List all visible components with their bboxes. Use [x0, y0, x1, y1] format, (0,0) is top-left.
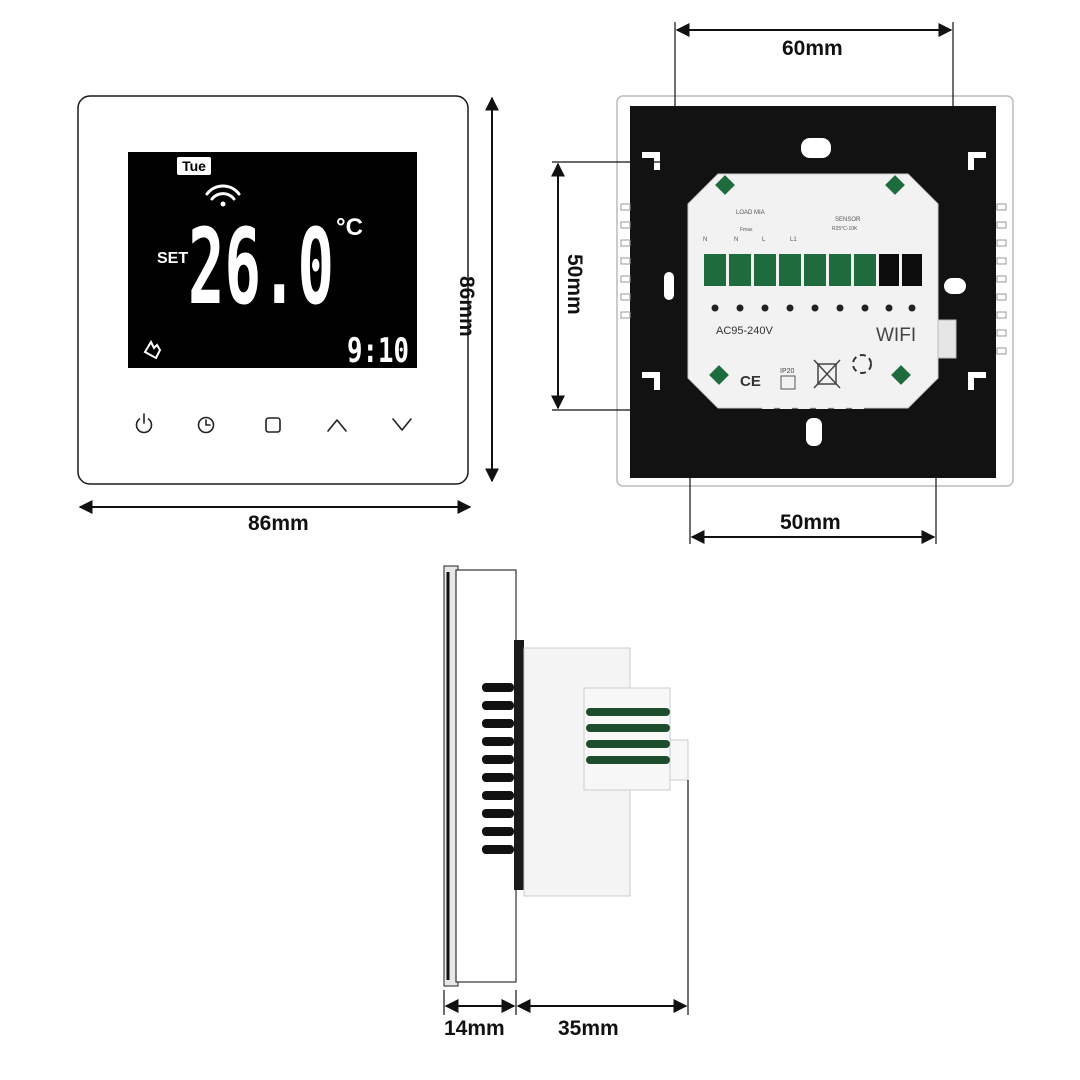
side-module-rear	[583, 687, 671, 791]
frame-slots	[620, 203, 1007, 355]
hand-icon	[143, 339, 162, 360]
clock-button[interactable]	[190, 408, 222, 440]
down-chevron-icon	[392, 418, 412, 431]
back-module	[687, 173, 939, 409]
mode-square-icon	[265, 417, 281, 433]
voltage-label: AC95-240V	[716, 325, 774, 337]
back-bottom-label: 50mm	[780, 511, 841, 534]
up-chevron-icon	[327, 419, 347, 432]
terminal-label-n2: N	[734, 237, 738, 243]
side-depth-label: 35mm	[558, 1017, 619, 1040]
sensor-header: SENSOR	[835, 217, 861, 223]
lcd-screen	[128, 152, 417, 368]
up-button[interactable]	[327, 419, 347, 432]
mount-clips	[642, 138, 986, 446]
terminal-block	[704, 254, 922, 286]
set-label: SET	[157, 250, 188, 267]
module-bottom-slots	[762, 401, 864, 409]
ip-label: IP20	[780, 368, 795, 375]
ip-box-icon	[780, 375, 796, 390]
load-header: LOAD MIA	[736, 210, 765, 216]
day-label: Tue	[182, 158, 206, 174]
power-button[interactable]	[128, 408, 160, 440]
side-back-strip	[514, 640, 524, 890]
power-icon	[135, 418, 153, 434]
weee-bin-icon	[813, 359, 841, 389]
back-left-label: 50mm	[563, 254, 586, 315]
screw-row	[711, 304, 916, 312]
mode-button[interactable]	[265, 417, 281, 433]
fmax-label: Fmax	[740, 227, 753, 233]
side-module-tab	[669, 739, 689, 781]
front-width-label: 86mm	[248, 512, 309, 535]
clock-icon	[197, 416, 215, 434]
front-height-label: 86mm	[455, 276, 478, 337]
terminal-label-l1: L1	[790, 237, 797, 243]
terminal-label-n1: N	[703, 237, 707, 243]
back-top-label: 60mm	[782, 37, 843, 60]
wifi-label: WIFI	[876, 325, 916, 346]
ce-mark: CE	[740, 373, 761, 390]
sensor-spec: R25°C-10K	[832, 226, 858, 232]
temperature-readout: 26.0	[188, 206, 334, 328]
side-front-label: 14mm	[444, 1017, 505, 1040]
side-vents	[482, 683, 514, 854]
down-button[interactable]	[392, 418, 412, 431]
side-tab	[937, 319, 957, 359]
unit-label: °C	[336, 214, 363, 241]
terminal-label-l: L	[762, 237, 766, 243]
side-module-vents	[586, 708, 670, 764]
time-readout: 9:10	[347, 331, 409, 371]
wifi-icon	[205, 184, 241, 207]
day-badge	[177, 157, 211, 175]
rotate-icon	[852, 354, 872, 374]
